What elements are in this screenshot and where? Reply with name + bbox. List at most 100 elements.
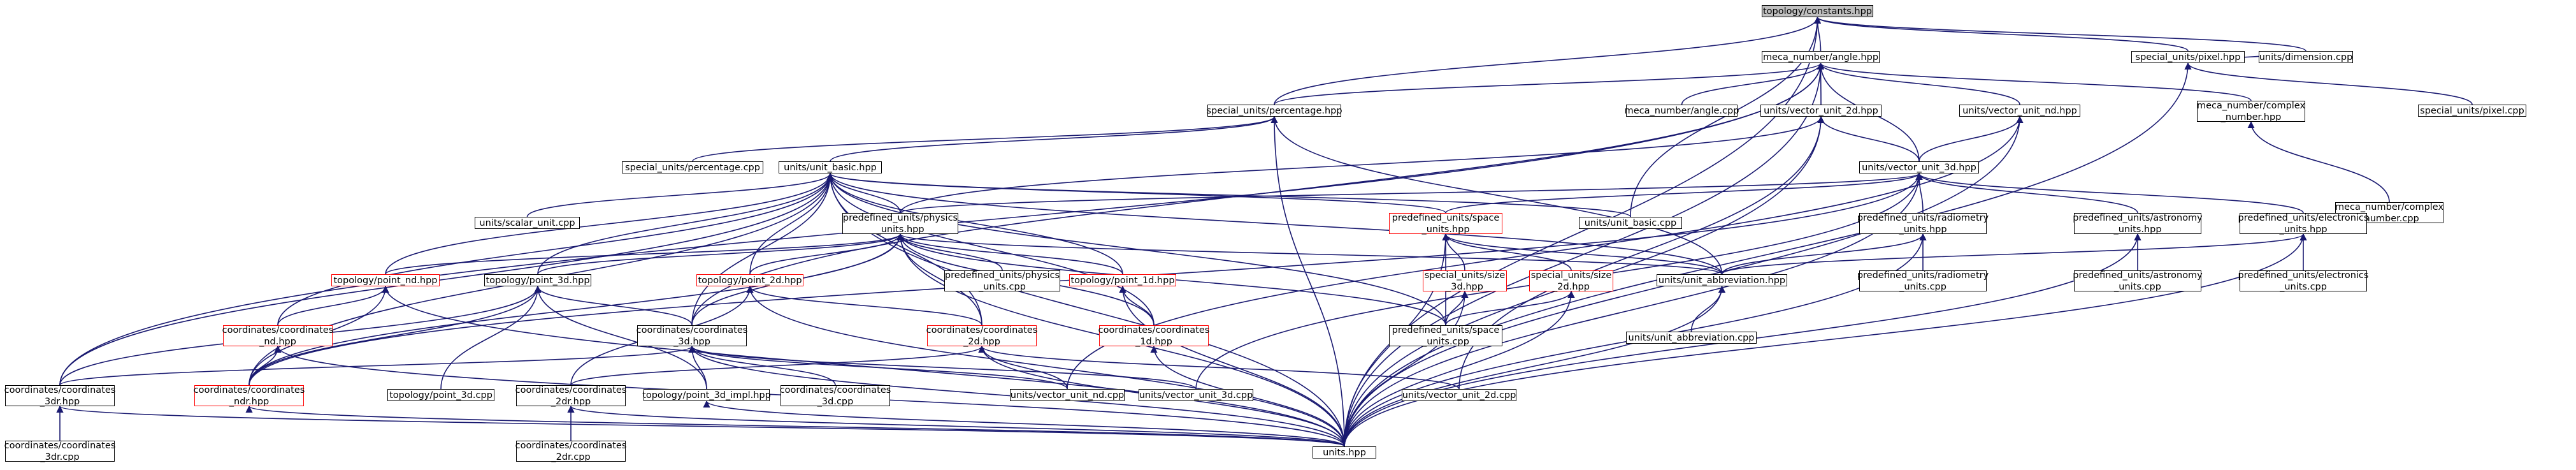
node-angle-cpp[interactable]: meca_number/angle.cpp [1624, 105, 1739, 117]
edge-coords-ndr-to-physics-units [248, 233, 904, 386]
edge-coord-1d-to-unit-basic [826, 172, 1155, 326]
edge-unit-abbreviation-to-physics-units [896, 233, 1723, 275]
edge-coord-3d-to-point-3d [534, 285, 693, 326]
node-percentage-cpp[interactable]: special_units/percentage.cpp [622, 161, 763, 173]
node-coord-3d[interactable]: coordinates/coordinates _3d.hpp [636, 325, 748, 347]
node-vector-unit-3d[interactable]: units/vector_unit_3d.hpp [1859, 161, 1979, 173]
node-physics-units-cpp[interactable]: predefined_units/physics _units.cpp [944, 270, 1060, 292]
edge-units-to-point-2d [746, 285, 1345, 447]
edge-point-3d-impl-to-point-3d [534, 285, 707, 390]
node-electronics-units-cpp[interactable]: predefined_units/electronics _units.cpp [2238, 270, 2369, 292]
node-pixel-cpp[interactable]: special_units/pixel.cpp [2418, 105, 2526, 117]
node-units[interactable]: units.hpp [1313, 446, 1376, 459]
node-space-units[interactable]: predefined_units/space _units.hpp [1389, 213, 1502, 235]
edge-point-3d-cpp-to-point-3d [440, 285, 542, 390]
edge-electronics-units-to-vector-unit-3d [1915, 172, 2304, 214]
node-astronomy-units-cpp[interactable]: predefined_units/astronomy _units.cpp [2073, 270, 2203, 292]
edge-unitsdimension-cpp-to-constants [1814, 16, 2306, 52]
edge-coords-2dr-to-coord-2d [570, 345, 986, 386]
edge-units-to-coords-ndr [245, 405, 1345, 447]
edge-vector-unit-nd-to-angle [1817, 62, 2020, 105]
edge-coord-nd-to-unit-basic [277, 172, 834, 326]
edge-units-to-size-3d [1344, 290, 1469, 447]
edge-physics-units-cpp-to-physics-units [896, 233, 1003, 271]
edge-units-to-percentage [1270, 115, 1345, 447]
node-point-nd[interactable]: topology/point_nd.hpp [331, 274, 440, 286]
node-unit-basic-cpp[interactable]: units/unit_basic.cpp [1579, 217, 1682, 229]
edge-vector-unit-3d-cpp-to-coord-3d [688, 345, 1197, 390]
edge-coords-ndr-to-coord-nd [248, 345, 282, 386]
edge-vector-unit-3d-to-vector-unit-2d [1817, 115, 1920, 162]
edge-unit-abbreviation-to-radiometry-units [1721, 233, 1927, 275]
node-point-3d[interactable]: topology/point_3d.hpp [484, 274, 591, 286]
node-coords-2dr[interactable]: coordinates/coordinates _2dr.hpp [515, 385, 627, 407]
edge-coords-ndr-to-point-3d [248, 285, 542, 386]
edge-unit-basic-to-percentage [830, 115, 1278, 162]
node-point-1d[interactable]: topology/point_1d.hpp [1069, 274, 1176, 286]
node-unit-abbreviation-cpp[interactable]: units/unit_abbreviation.cpp [1626, 332, 1757, 344]
node-coords-ndr[interactable]: coordinates/coordinates _ndr.hpp [193, 385, 305, 407]
node-point-2d[interactable]: topology/point_2d.hpp [696, 274, 803, 286]
edge-point-2d-to-physics-units [749, 233, 904, 275]
node-point-3d-impl[interactable]: topology/point_3d_impl.hpp [642, 389, 771, 401]
edge-vector-unit-3d-to-vector-unit-nd [1918, 115, 2024, 162]
node-constants: topology/constants.hpp [1762, 5, 1873, 17]
node-angle[interactable]: meca_number/angle.hpp [1762, 51, 1880, 63]
edge-astronomy-units-to-vector-unit-3d [1915, 172, 2138, 214]
node-physics-units[interactable]: predefined_units/physics _units.hpp [842, 212, 958, 235]
node-scalar-unit-cpp[interactable]: units/scalar_unit.cpp [475, 217, 580, 229]
node-astronomy-units[interactable]: predefined_units/astronomy _units.hpp [2073, 212, 2203, 235]
edge-unit-abbreviation-to-percentage [1270, 115, 1723, 275]
node-coord-nd[interactable]: coordinates/coordinates _nd.hpp [222, 325, 334, 347]
edge-vector-unit-2d-cpp-to-coord-2d [978, 345, 1460, 390]
node-radiometry-units[interactable]: predefined_units/radiometry _units.hpp [1857, 212, 1989, 235]
node-vector-unit-nd[interactable]: units/vector_unit_nd.hpp [1959, 105, 2080, 117]
edge-point-3d-to-unit-basic [537, 172, 834, 275]
node-complex-number[interactable]: meca_number/complex _number.hpp [2196, 100, 2306, 122]
edge-units-to-coords-2dr [567, 405, 1345, 447]
node-coord-1d[interactable]: coordinates/coordinates _1d.hpp [1098, 325, 1210, 347]
edge-point-nd-to-unit-basic [385, 172, 834, 275]
edge-space-units-to-unit-basic [826, 172, 1446, 214]
edge-space-units-to-vector-unit-3d [1445, 172, 1923, 214]
edge-point-nd-to-physics-units [385, 233, 904, 275]
edge-unit-abbreviation-to-space-units [1442, 233, 1723, 275]
edge-point-1d-to-unit-basic [826, 172, 1123, 275]
edge-angle-cpp-to-angle [1681, 62, 1825, 105]
edge-units-to-coords-3dr [57, 405, 1345, 447]
node-vector-unit-nd-cpp[interactable]: units/vector_unit_nd.cpp [1010, 389, 1125, 401]
node-percentage[interactable]: special_units/percentage.hpp [1206, 105, 1342, 117]
edge-percentage-to-constants [1274, 16, 1821, 105]
edge-units-to-point-3d-impl [703, 400, 1345, 447]
edge-unit-basic-cpp-to-constants [1630, 16, 1822, 217]
node-pixel[interactable]: special_units/pixel.hpp [2131, 51, 2245, 63]
node-point-3d-cpp[interactable]: topology/point_3d.cpp [387, 389, 494, 401]
edge-units-to-point-1d [1119, 285, 1345, 447]
node-coord-2d[interactable]: coordinates/coordinates _2d.hpp [926, 325, 1038, 347]
edge-radiometry-units-to-vector-unit-3d [1915, 172, 1924, 214]
node-vector-unit-2d-cpp[interactable]: units/vector_unit_2d.cpp [1402, 389, 1516, 401]
node-unit-abbreviation[interactable]: units/unit_abbreviation.hpp [1657, 274, 1787, 286]
edge-percentage-cpp-to-percentage [692, 115, 1278, 162]
node-coords-3dr-cpp[interactable]: coordinates/coordinates _3dr.cpp [4, 440, 116, 462]
edge-unit-abbreviation-to-unit-basic [826, 172, 1723, 275]
node-vector-unit-3d-cpp[interactable]: units/vector_unit_3d.cpp [1139, 389, 1253, 401]
edge-angle-to-constants [1813, 16, 1822, 52]
node-unit-basic[interactable]: units/unit_basic.hpp [779, 161, 882, 173]
node-unitsdimension-cpp[interactable]: units/dimension.cpp [2259, 51, 2353, 63]
edge-percentage-to-angle [1274, 62, 1824, 105]
node-coords-2dr-cpp[interactable]: coordinates/coordinates _2dr.cpp [515, 440, 627, 462]
node-electronics-units[interactable]: predefined_units/electronics _units.hpp [2238, 212, 2369, 235]
node-radiometry-units-cpp[interactable]: predefined_units/radiometry _units.cpp [1857, 270, 1989, 292]
node-coord-3d-cpp[interactable]: coordinates/coordinates _3d.cpp [779, 385, 891, 407]
node-coords-3dr[interactable]: coordinates/coordinates _3dr.hpp [4, 385, 116, 407]
node-size-3d[interactable]: special_units/size _3d.hpp [1423, 270, 1507, 292]
edge-complex-number-to-angle [1817, 62, 2252, 101]
edge-point-3d-to-physics-units [537, 233, 904, 275]
node-space-units-cpp[interactable]: predefined_units/space _units.cpp [1389, 325, 1502, 347]
edge-coord-2d-to-point-2d [746, 285, 982, 326]
node-size-2d[interactable]: special_units/size _2d.hpp [1529, 270, 1613, 292]
node-vector-unit-2d[interactable]: units/vector_unit_2d.hpp [1760, 105, 1882, 117]
edge-complex-number-cpp-to-complex-number [2247, 121, 2390, 203]
edge-vector-unit-nd-cpp-to-coord-3d [688, 345, 1068, 390]
